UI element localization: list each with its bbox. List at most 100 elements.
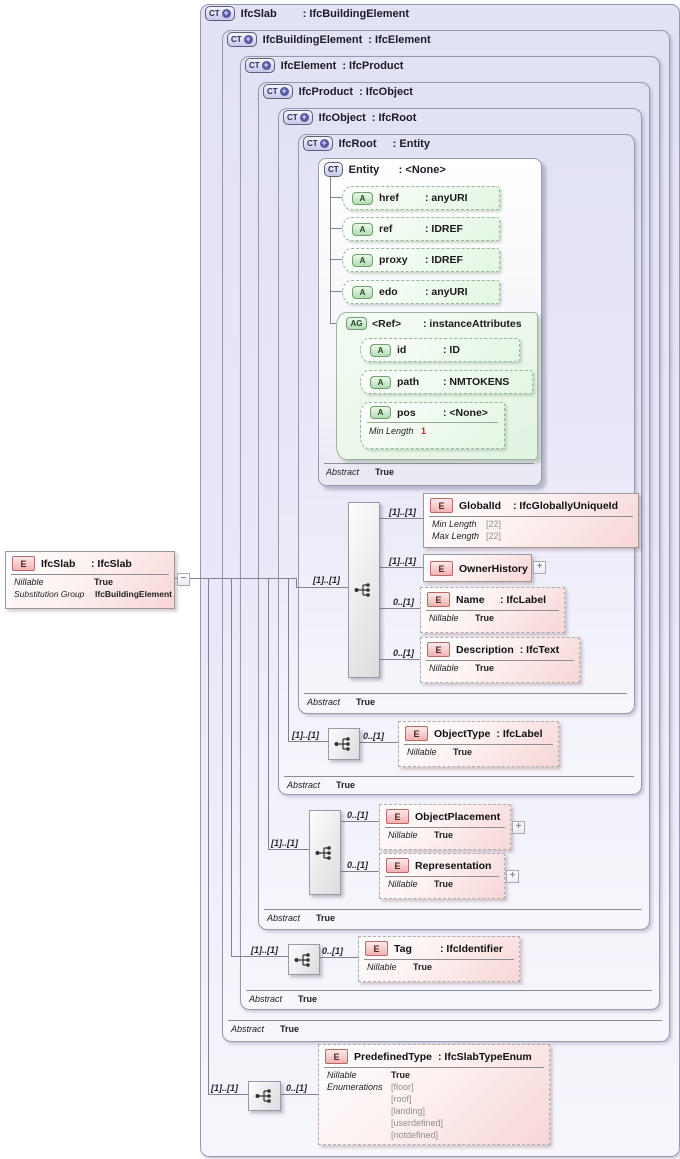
connector-line [268, 578, 269, 850]
sequence-icon [354, 583, 370, 597]
cardinality-description: 0..[1] [393, 648, 415, 658]
complextype-header-ifcelement[interactable]: CT+ IfcElement : IfcProduct [245, 58, 403, 73]
detail-value: [22] [486, 519, 502, 529]
detail-label: Nillable [327, 1070, 357, 1080]
attribute-id[interactable]: A id : ID [360, 338, 520, 362]
cardinality-predefinedtype: 0..[1] [286, 1083, 308, 1093]
plus-icon: + [243, 34, 253, 44]
expand-objectplacement[interactable]: + [512, 821, 525, 834]
complextype-header-ifcproduct[interactable]: CT+ IfcProduct : IfcObject [263, 84, 413, 99]
divider [11, 574, 169, 575]
divider [404, 744, 553, 745]
connector-line [279, 1094, 318, 1095]
connector-line [189, 578, 208, 579]
connector-line [231, 578, 232, 957]
base-type: : <None> [398, 163, 446, 176]
element-type: : IfcLabel [496, 727, 543, 740]
attribute-name: id [397, 344, 407, 356]
cardinality-ifcslab-sequence: [1]..[1] [211, 1083, 238, 1093]
collapse-toggle[interactable]: − [177, 573, 190, 586]
sequence-ifcproduct[interactable] [309, 810, 341, 895]
attribute-pos[interactable]: A pos : <None> Min Length 1 [360, 402, 505, 449]
type-name: IfcProduct [298, 85, 354, 98]
type-name: IfcObject [318, 111, 366, 124]
detail-label: Nillable [367, 962, 397, 972]
attribute-icon: A [370, 406, 391, 419]
type-name: Entity [348, 163, 380, 176]
detail-label [327, 1094, 391, 1104]
attribute-edo[interactable]: A edo : anyURI [342, 280, 500, 304]
attribute-href[interactable]: A href : anyURI [342, 186, 500, 210]
attribute-ref[interactable]: A ref : IDREF [342, 217, 500, 241]
element-predefinedtype[interactable]: E PredefinedType : IfcSlabTypeEnum Nilla… [318, 1044, 550, 1145]
element-icon: E [12, 556, 35, 571]
detail-label: Max Length [432, 531, 480, 541]
sequence-ifcslab[interactable] [248, 1081, 281, 1111]
complextype-header-ifcroot[interactable]: CT+ IfcRoot : Entity [303, 136, 430, 151]
cardinality-ifcobject-sequence: [1]..[1] [292, 730, 319, 740]
detail-value: [22] [486, 531, 502, 541]
base-type: : IfcObject [359, 85, 413, 98]
plus-icon: + [279, 86, 289, 96]
element-name: Representation [415, 859, 492, 872]
complextype-header-ifcobject[interactable]: CT+ IfcObject : IfcRoot [283, 110, 416, 125]
base-type: : Entity [392, 137, 430, 150]
attribute-icon: A [352, 285, 373, 299]
detail-value: True [434, 830, 454, 840]
sequence-ifcobject[interactable] [328, 728, 360, 760]
attribute-icon: A [370, 375, 391, 389]
element-icon: E [427, 592, 450, 607]
attribute-name: edo [379, 286, 398, 298]
connector-line [339, 821, 379, 822]
element-icon: E [430, 561, 453, 576]
attribute-group-icon: AG [346, 317, 367, 330]
expand-ownerhistory[interactable]: + [533, 561, 546, 574]
cardinality-ifcroot-sequence: [1]..[1] [313, 575, 340, 585]
element-name: OwnerHistory [459, 562, 528, 575]
attribute-icon: A [352, 191, 373, 205]
sequence-ifcroot[interactable] [348, 502, 380, 678]
divider [304, 693, 627, 694]
expand-representation[interactable]: + [506, 870, 519, 883]
complextype-header-ifcbuildingelement[interactable]: CT+ IfcBuildingElement : IfcElement [227, 32, 431, 47]
detail-label [327, 1130, 391, 1140]
divider [426, 610, 559, 611]
connector-line [330, 197, 342, 198]
element-globalid[interactable]: E GlobalId : IfcGloballyUniqueId Min Len… [423, 493, 639, 548]
attribute-proxy[interactable]: A proxy : IDREF [342, 248, 500, 272]
element-icon: E [325, 1049, 348, 1064]
detail-label: Nillable [14, 577, 44, 587]
cardinality-representation: 0..[1] [347, 860, 369, 870]
enum-value: [notdefined] [391, 1130, 439, 1140]
complextype-icon: CT+ [205, 6, 235, 21]
cardinality-name: 0..[1] [393, 597, 415, 607]
sequence-ifcelement[interactable] [288, 944, 320, 975]
connector-line [208, 1094, 248, 1095]
attribute-icon: A [370, 343, 391, 357]
complextype-header-entity[interactable]: CT Entity : <None> [324, 162, 446, 177]
element-name: ObjectType [434, 727, 491, 740]
element-ownerhistory[interactable]: E OwnerHistory [423, 554, 532, 582]
element-type: : IfcSlab [91, 557, 132, 570]
detail-label: Nillable [407, 747, 437, 757]
attribute-name: pos [397, 406, 416, 419]
divider [364, 959, 514, 960]
connector-line [330, 323, 336, 324]
connector-line [330, 259, 342, 260]
connector-line [358, 742, 398, 743]
attribute-path[interactable]: A path : NMTOKENS [360, 370, 533, 394]
base-type: : IfcProduct [342, 59, 404, 72]
detail-label: Nillable [388, 830, 418, 840]
connector-line [208, 578, 209, 1095]
complextype-header-ifcslab[interactable]: CT+ IfcSlab : IfcBuildingElement [205, 6, 409, 21]
